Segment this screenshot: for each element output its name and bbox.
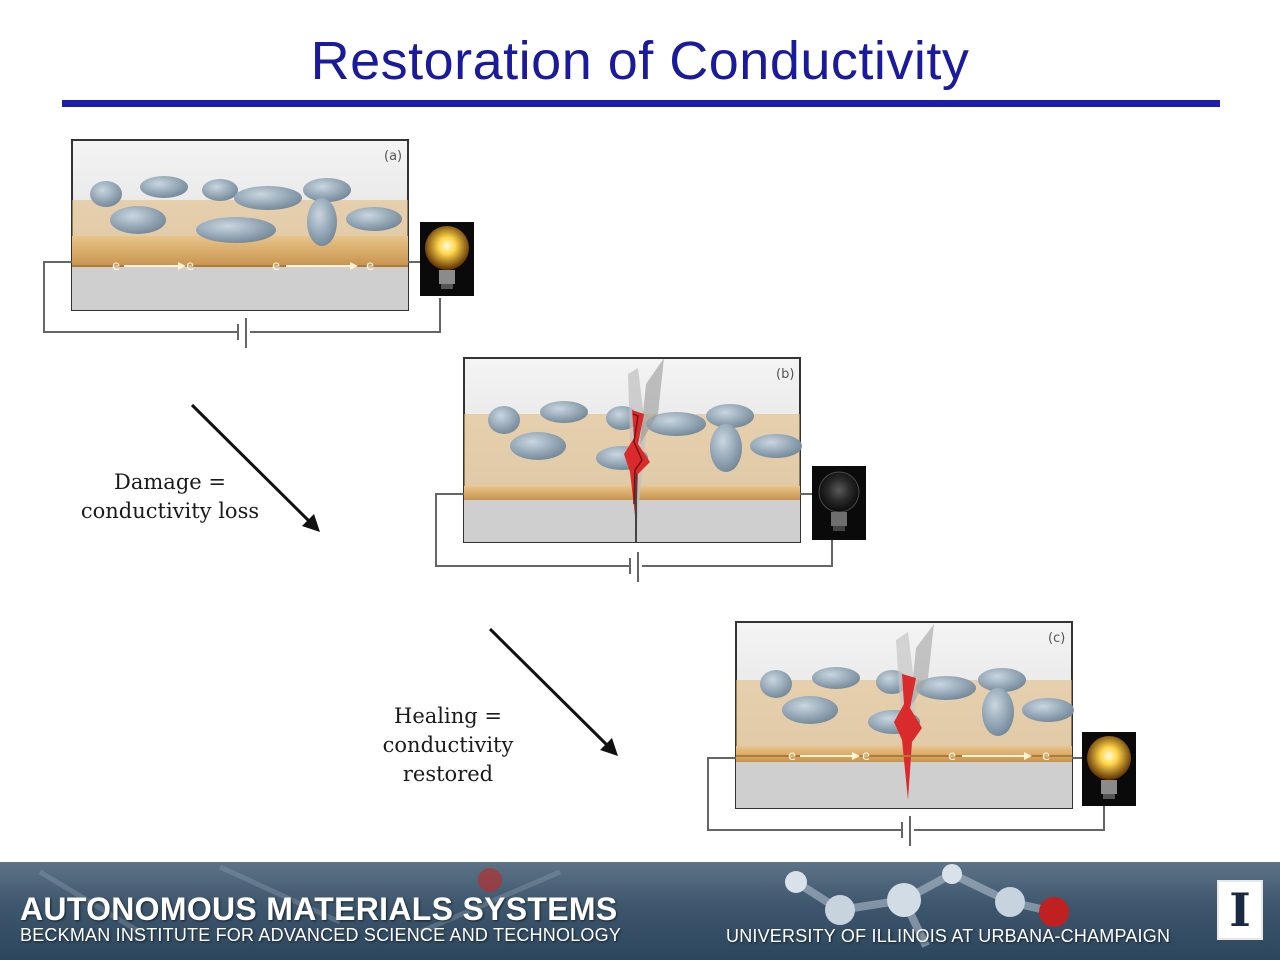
healing-caption-line: restored [402, 762, 494, 786]
crack-shape [624, 358, 664, 542]
footer-banner [0, 862, 1280, 960]
panel-a-illustration: e e e e (a) [43, 139, 474, 348]
panel-a-tag: (a) [384, 149, 402, 164]
footer-subtitle: BECKMAN INSTITUTE FOR ADVANCED SCIENCE A… [20, 925, 622, 945]
lightbulb-lit-icon [1082, 732, 1136, 806]
arrow-down-right-icon [488, 627, 618, 756]
panel-c-illustration: e e e e (c) [707, 621, 1136, 846]
logo-letter: I [1229, 883, 1251, 937]
panel-c: e e e e (c) [704, 618, 1144, 848]
molecule-decoration [38, 864, 1069, 948]
damage-caption: Damage = conductivity loss [70, 468, 270, 526]
damage-caption-line: conductivity loss [80, 499, 260, 523]
panel-b: (b) [432, 354, 872, 584]
electron-label: e [788, 749, 796, 764]
electron-label: e [1042, 749, 1050, 764]
panel-b-illustration: (b) [435, 357, 866, 582]
arrows-layer [190, 403, 618, 756]
title-underline [62, 100, 1220, 107]
slide-title: Restoration of Conductivity [310, 31, 970, 91]
electron-label: e [948, 749, 956, 764]
damage-caption-line: Damage = [114, 470, 226, 494]
footer-title: AUTONOMOUS MATERIALS SYSTEMS [20, 891, 618, 927]
electron-label: e [272, 259, 280, 274]
footer-university: UNIVERSITY OF ILLINOIS AT URBANA-CHAMPAI… [726, 926, 1171, 946]
electron-label: e [186, 259, 194, 274]
lightbulb-unlit-icon [812, 466, 866, 540]
healing-caption-line: Healing = [394, 704, 502, 728]
electron-label: e [862, 749, 870, 764]
panel-c-tag: (c) [1048, 631, 1065, 646]
lightbulb-lit-icon [420, 222, 474, 296]
electron-label: e [112, 259, 120, 274]
healing-caption-line: conductivity [382, 733, 514, 757]
university-block-i-logo: I [1217, 880, 1263, 940]
panel-a: e e e e (a) [40, 136, 480, 351]
arrow-down-right-icon [190, 403, 320, 532]
electron-label: e [366, 259, 374, 274]
healing-caption: Healing = conductivity restored [358, 702, 538, 789]
panel-b-tag: (b) [776, 367, 794, 382]
